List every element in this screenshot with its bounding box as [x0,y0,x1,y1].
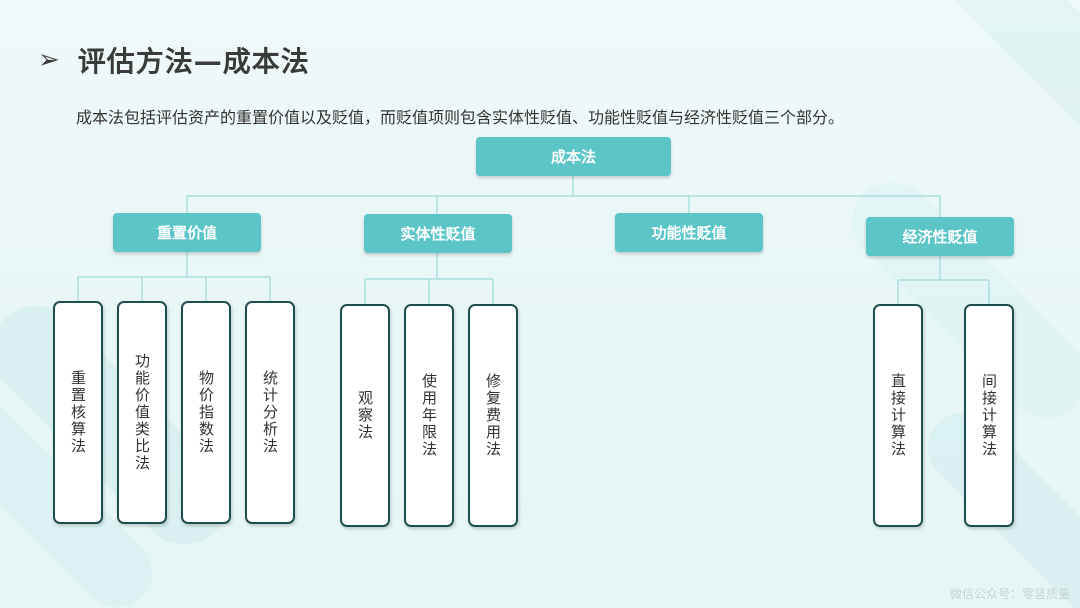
branch-node-functional-depreciation[interactable]: 功能性贬值 [615,213,763,252]
leaf-node[interactable]: 直接计算法 [873,304,923,527]
intro-text: 成本法包括评估资产的重置价值以及贬值，而贬值项则包含实体性贬值、功能性贬值与经济… [76,108,845,127]
leaf-node[interactable]: 间接计算法 [964,304,1014,527]
branch-node-physical-depreciation[interactable]: 实体性贬值 [364,214,512,253]
leaf-label: 使用年限法 [420,373,438,458]
leaf-node[interactable]: 统计分析法 [245,301,295,524]
watermark: 微信公众号：零竖质量 [949,587,1070,601]
leaf-node[interactable]: 功能价值类比法 [117,301,167,524]
leaf-label: 物价指数法 [197,370,215,455]
page-title: 评估方法—成本法 [77,45,310,78]
leaf-label: 功能价值类比法 [133,353,151,472]
arrow-right-icon: ➢ [38,45,60,75]
leaf-label: 间接计算法 [980,373,998,458]
leaf-label: 修复费用法 [484,373,502,458]
leaf-node[interactable]: 重置核算法 [53,301,103,524]
root-node[interactable]: 成本法 [476,137,671,176]
leaf-label: 直接计算法 [889,373,907,458]
leaf-node[interactable]: 物价指数法 [181,301,231,524]
leaf-label: 重置核算法 [69,370,87,455]
branch-node-replacement-value[interactable]: 重置价值 [113,213,261,252]
branch-node-economic-depreciation[interactable]: 经济性贬值 [866,217,1014,256]
leaf-label: 统计分析法 [261,370,279,455]
leaf-node[interactable]: 使用年限法 [404,304,454,527]
title-row: ➢ 评估方法—成本法 [38,38,310,82]
leaf-node[interactable]: 修复费用法 [468,304,518,527]
leaf-node[interactable]: 观察法 [340,304,390,527]
leaf-label: 观察法 [356,390,374,441]
